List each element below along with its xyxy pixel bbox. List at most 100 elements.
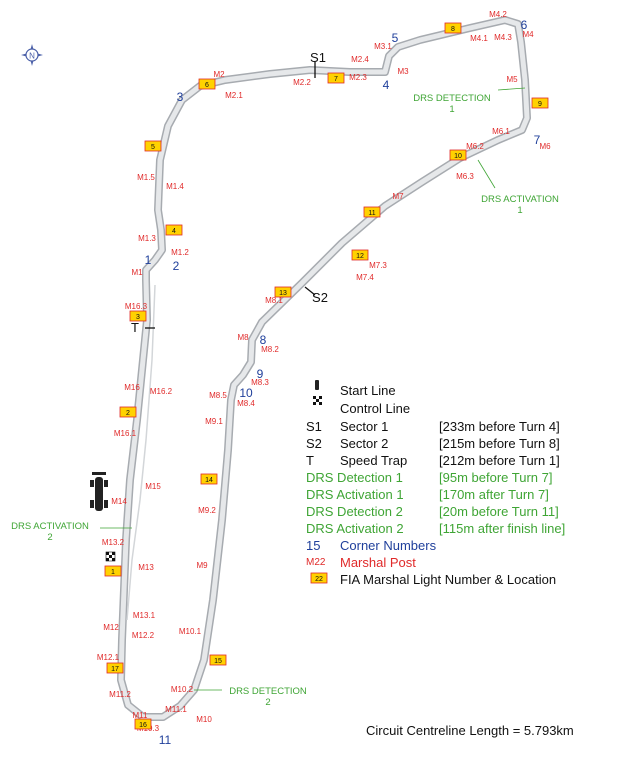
marshal-post-m8-2: M8.2	[261, 345, 279, 354]
legend-flag-cell-icon	[313, 402, 316, 405]
legend-corner-text: Corner Numbers	[340, 538, 437, 553]
marshal-post-m13-1: M13.1	[133, 611, 156, 620]
legend-flag-cell-icon	[313, 399, 316, 402]
marshal-post-m8-4: M8.4	[237, 399, 255, 408]
legend-desc: [212m before Turn 1]	[439, 453, 560, 468]
flag-cell-icon	[106, 552, 109, 555]
light-box-4: 4	[165, 224, 183, 236]
sector-label-t: T	[131, 320, 139, 335]
light-box-5-box	[144, 140, 162, 152]
light-box-6-number: 6	[205, 82, 209, 89]
marshal-post-m7-3: M7.3	[369, 261, 387, 270]
flag-cell-icon	[109, 555, 112, 558]
marshal-post-m7-4: M7.4	[356, 273, 374, 282]
marshal-post-m3-1: M3.1	[374, 42, 392, 51]
marshal-post-m6-2: M6.2	[466, 142, 484, 151]
track-surface	[118, 17, 530, 720]
light-box-10-number: 10	[454, 153, 462, 160]
corner-number-11: 11	[159, 733, 172, 747]
track-edge	[117, 16, 531, 721]
marshal-post-m12-2: M12.2	[132, 631, 155, 640]
light-box-5-number: 5	[151, 144, 155, 151]
light-box-1-number: 1	[111, 569, 115, 576]
marshal-post-m9-1: M9.1	[205, 417, 223, 426]
marshal-post-m16: M16	[124, 383, 140, 392]
light-box-9: 9	[531, 97, 549, 109]
flag-cell-icon	[109, 552, 112, 555]
light-box-11: 11	[363, 206, 381, 218]
legend-marshal-text: Marshal Post	[340, 555, 416, 570]
light-box-14-number: 14	[205, 477, 213, 484]
marshal-post-m4-3: M4.3	[494, 33, 512, 42]
light-box-17-box	[106, 662, 124, 674]
marshal-post-m4: M4	[522, 30, 534, 39]
marshal-post-m11-1: M11.1	[165, 705, 187, 714]
light-box-16: 16	[134, 718, 152, 730]
compass-rose-icon	[21, 44, 43, 66]
marshal-post-m6-1: M6.1	[492, 127, 510, 136]
drs-activation-1-leader	[477, 159, 496, 189]
legend-flag-cell-icon	[319, 399, 322, 402]
marshal-post-m6: M6	[539, 142, 551, 151]
marshal-post-m12-1: M12.1	[97, 653, 120, 662]
marshal-post-m2-2: M2.2	[293, 78, 311, 87]
marshal-post-m13-2: M13.2	[102, 538, 125, 547]
marshal-post-m10-1: M10.1	[179, 627, 202, 636]
legend-desc: [215m before Turn 8]	[439, 436, 560, 451]
light-box-5: 5	[144, 140, 162, 152]
legend-car-icon	[315, 380, 319, 390]
drs-detection-1-leader	[497, 87, 526, 91]
light-box-17-number: 17	[111, 666, 119, 673]
marshal-post-m6-3: M6.3	[456, 172, 474, 181]
marshal-post-m8-1: M8.1	[265, 296, 283, 305]
light-box-13: 13	[274, 286, 292, 298]
compass-circle-icon	[25, 48, 39, 62]
light-box-7-box	[327, 72, 345, 84]
flag-cell-icon	[112, 552, 115, 555]
legend-name: Speed Trap	[340, 453, 408, 468]
drs-detection-1-label: 1	[449, 104, 454, 115]
marshal-post-m8-5: M8.5	[209, 391, 227, 400]
marshal-post-m4-2: M4.2	[489, 10, 507, 19]
corner-number-1: 1	[145, 253, 152, 267]
legend-name: Sector 2	[340, 436, 389, 451]
light-box-11-number: 11	[368, 210, 375, 217]
car-wheel-icon	[104, 500, 108, 508]
flag-cell-icon	[106, 558, 109, 561]
light-box-1: 1	[104, 565, 122, 577]
flag-border-icon	[105, 551, 116, 562]
light-box-11-box	[363, 206, 381, 218]
drs-activation-2-label: 2	[47, 532, 52, 543]
corner-number-8: 8	[260, 333, 267, 347]
car-wing-icon	[92, 472, 106, 475]
legend-flag-cell-icon	[319, 396, 322, 399]
light-box-8: 8	[444, 22, 462, 34]
legend-name: DRS Detection 2	[306, 504, 403, 519]
legend-corner-sample: 15	[306, 538, 321, 553]
marshal-post-m12: M12	[103, 623, 119, 632]
light-box-13-box	[274, 286, 292, 298]
legend-key: S1	[306, 419, 322, 434]
light-box-3-box	[129, 310, 147, 322]
corner-number-7: 7	[534, 133, 541, 147]
light-box-6: 6	[198, 78, 216, 90]
marshal-post-m1-3: M1.3	[138, 234, 156, 243]
start-line-flag-icon	[105, 551, 116, 562]
marshal-post-m2: M2	[213, 70, 225, 79]
flag-cell-icon	[109, 558, 112, 561]
light-box-14: 14	[200, 473, 218, 485]
drs-detection-2-label: DRS DETECTION	[229, 686, 307, 697]
light-box-16-box	[134, 718, 152, 730]
legend-start-line: Start Line	[340, 383, 396, 398]
light-box-2-number: 2	[126, 410, 130, 417]
compass-label: N	[29, 52, 35, 61]
marshal-post-m15: M15	[145, 482, 161, 491]
light-box-4-box	[165, 224, 183, 236]
drs-activation-1-label: 1	[517, 205, 522, 216]
sector-label-s1: S1	[310, 50, 326, 65]
light-box-15-number: 15	[214, 658, 222, 665]
circuit-length: Circuit Centreline Length = 5.793km	[366, 723, 574, 738]
drs-activation-1-label: DRS ACTIVATION	[481, 194, 559, 205]
marshal-post-m7: M7	[392, 192, 404, 201]
